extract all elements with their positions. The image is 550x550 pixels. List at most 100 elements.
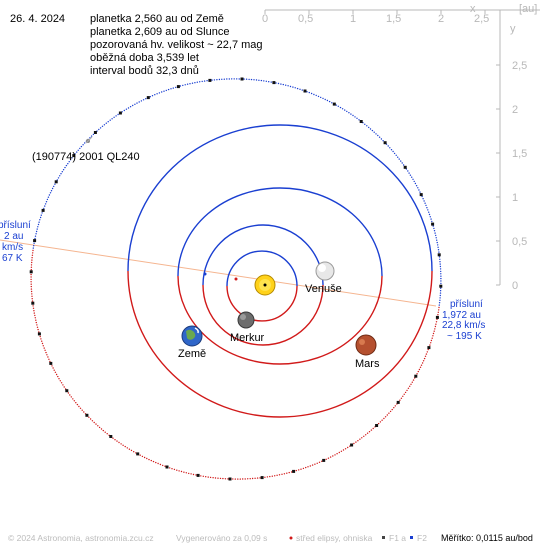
asteroid-orbit-dot bbox=[61, 171, 63, 173]
asteroid-position-point bbox=[414, 374, 418, 378]
asteroid-position-point bbox=[303, 89, 307, 93]
asteroid-orbit-dot bbox=[339, 106, 342, 109]
y-axis-label: y bbox=[510, 23, 516, 35]
asteroid-orbit-dot bbox=[386, 414, 388, 416]
info-line: planetka 2,609 au od Slunce bbox=[90, 26, 229, 38]
asteroid-orbit-dot bbox=[49, 360, 51, 363]
asteroid-orbit-dot bbox=[415, 185, 418, 187]
asteroid-orbit-dot bbox=[31, 295, 33, 297]
asteroid-orbit-dot bbox=[105, 122, 108, 124]
asteroid-orbit-dot bbox=[438, 302, 441, 304]
asteroid-orbit-dot bbox=[146, 457, 148, 460]
asteroid-orbit-dot bbox=[206, 80, 208, 82]
asteroid-orbit-dot bbox=[82, 144, 84, 146]
asteroid-orbit-dot bbox=[50, 190, 53, 192]
asteroid-orbit-dot bbox=[77, 149, 79, 151]
asteroid-position-point bbox=[403, 165, 407, 169]
earth-orbit-upper bbox=[177, 187, 383, 277]
asteroid-orbit-dot bbox=[340, 450, 343, 452]
asteroid-orbit-dot bbox=[184, 84, 186, 86]
asteroid-position-point bbox=[375, 424, 379, 427]
asteroid-orbit-dot bbox=[54, 183, 56, 185]
asteroid-orbit-dot bbox=[417, 370, 419, 373]
asteroid-orbit-dot bbox=[47, 356, 49, 358]
date-label: 26. 4. 2024 bbox=[10, 13, 65, 25]
asteroid-orbit-dot bbox=[395, 154, 397, 156]
asteroid-orbit-dot bbox=[202, 475, 204, 477]
asteroid-orbit-dot bbox=[35, 233, 37, 235]
perihelion-left-line: 67 K bbox=[2, 253, 23, 264]
asteroid-orbit-dot bbox=[71, 157, 73, 159]
asteroid-orbit-dot bbox=[328, 100, 331, 103]
asteroid-orbit-dot bbox=[435, 237, 437, 239]
asteroid-orbit-dot bbox=[377, 422, 380, 425]
asteroid-orbit-dot bbox=[370, 429, 373, 431]
asteroid-orbit-dot bbox=[438, 304, 440, 306]
mars-icon bbox=[355, 334, 377, 356]
asteroid-orbit-dot bbox=[287, 85, 289, 87]
asteroid-orbit-dot bbox=[437, 246, 439, 248]
asteroid-orbit-dot bbox=[375, 133, 377, 135]
asteroid-orbit-dot bbox=[332, 455, 334, 457]
asteroid-orbit-dot bbox=[224, 478, 227, 480]
sun-icon bbox=[254, 274, 276, 296]
info-line: interval bodů 32,3 dnů bbox=[90, 65, 199, 77]
asteroid-orbit-dot bbox=[255, 79, 258, 81]
asteroid-orbit-dot bbox=[286, 472, 288, 474]
asteroid-orbit-dot bbox=[180, 470, 183, 473]
asteroid-orbit-dot bbox=[101, 125, 104, 128]
asteroid-orbit-dot bbox=[31, 261, 33, 264]
asteroid-orbit-dot bbox=[125, 108, 128, 110]
mercury-orbit bbox=[226, 250, 298, 322]
asteroid-position-point bbox=[228, 477, 232, 481]
asteroid-position-point bbox=[49, 361, 53, 365]
asteroid-orbit-dot bbox=[410, 383, 412, 385]
asteroid-position-point bbox=[332, 102, 336, 106]
mercury-icon bbox=[237, 311, 255, 329]
asteroid-orbit-dot bbox=[162, 464, 164, 467]
asteroid-orbit-dot bbox=[55, 373, 58, 376]
asteroid-orbit-dot bbox=[290, 471, 293, 473]
asteroid-orbit-dot bbox=[403, 393, 405, 395]
asteroid-orbit-dot bbox=[129, 106, 132, 108]
asteroid-orbit-dot bbox=[155, 461, 157, 464]
asteroid-orbit-dot bbox=[436, 318, 438, 321]
asteroid-orbit-dot bbox=[381, 419, 383, 421]
asteroid-orbit-dot bbox=[354, 116, 356, 118]
asteroid-orbit-dot bbox=[33, 242, 35, 244]
asteroid-orbit-dot bbox=[334, 454, 336, 456]
asteroid-position-point bbox=[322, 458, 326, 462]
asteroid-orbit-dot bbox=[372, 427, 374, 430]
asteroid-orbit-dot bbox=[336, 453, 338, 455]
asteroid-orbit-dot bbox=[98, 426, 101, 429]
asteroid-orbit-dot bbox=[400, 160, 402, 162]
asteroid-orbit-dot bbox=[389, 410, 392, 413]
asteroid-orbit-dot bbox=[115, 115, 117, 117]
asteroid-orbit-dot bbox=[195, 474, 197, 476]
asteroid-orbit-dot bbox=[167, 88, 170, 91]
x-tick-label: 1,5 bbox=[386, 13, 401, 25]
asteroid-orbit-dot bbox=[276, 474, 278, 476]
asteroid-orbit-dot bbox=[439, 290, 442, 292]
perihelion-right-line: 1,972 au bbox=[442, 310, 481, 321]
asteroid-orbit-dot bbox=[34, 235, 37, 237]
asteroid-orbit-dot bbox=[62, 384, 64, 386]
asteroid-orbit-dot bbox=[112, 437, 114, 439]
asteroid-orbit-dot bbox=[424, 202, 426, 204]
asteroid-orbit-dot bbox=[30, 290, 33, 293]
asteroid-orbit-dot bbox=[72, 398, 74, 400]
asteroid-orbit-dot bbox=[440, 273, 442, 275]
asteroid-orbit-dot bbox=[122, 444, 124, 446]
asteroid-orbit-dot bbox=[402, 164, 405, 166]
asteroid-orbit-dot bbox=[394, 405, 396, 407]
asteroid-orbit-dot bbox=[432, 332, 435, 335]
asteroid-orbit-dot bbox=[422, 198, 424, 200]
perihelion-line bbox=[0, 239, 437, 307]
asteroid-orbit-dot bbox=[392, 150, 394, 153]
asteroid-orbit-dot bbox=[98, 128, 100, 131]
asteroid-orbit-dot bbox=[62, 169, 65, 171]
asteroid-orbit-dot bbox=[41, 340, 43, 342]
asteroid-orbit-dot bbox=[253, 79, 255, 81]
asteroid-orbit-dot bbox=[274, 475, 276, 477]
asteroid-orbit-dot bbox=[36, 228, 38, 230]
